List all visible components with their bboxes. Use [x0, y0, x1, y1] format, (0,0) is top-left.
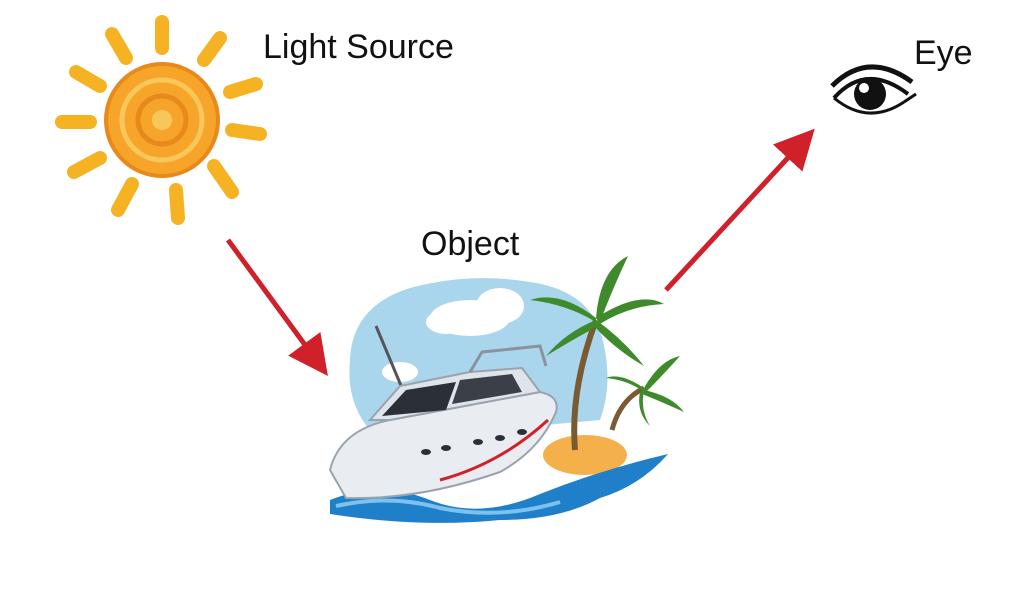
light-source-label: Light Source — [263, 28, 454, 66]
incoming-light-arrow — [225, 238, 328, 377]
eye-icon — [830, 64, 917, 115]
island-sand — [543, 435, 627, 475]
boat-icon — [328, 325, 558, 500]
object-label: Object — [421, 225, 520, 263]
water-splash — [330, 454, 668, 523]
cloud-icon — [382, 288, 524, 382]
object-scene — [328, 256, 684, 523]
reflected-light-arrow — [664, 128, 815, 292]
sun-icon — [55, 15, 267, 225]
eye-label: Eye — [914, 34, 973, 72]
palm-tree-icon — [530, 256, 684, 451]
